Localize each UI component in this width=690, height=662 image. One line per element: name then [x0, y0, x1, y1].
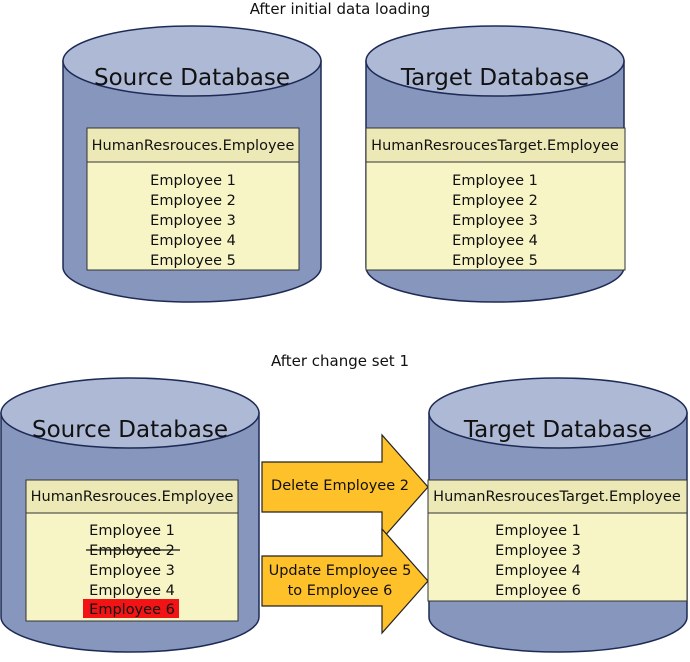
- delete-arrow-label: Delete Employee 2: [271, 478, 409, 494]
- target-employee-table: [365, 127, 626, 271]
- update-arrow-label: to Employee 6: [288, 583, 393, 599]
- source-database-title: Source Database: [32, 417, 228, 443]
- table-row: Employee 1: [452, 173, 538, 189]
- table-row: Employee 5: [150, 253, 236, 269]
- table-row: Employee 4: [150, 233, 236, 249]
- section-heading-change-set: After change set 1: [271, 352, 409, 370]
- source-database-title: Source Database: [94, 65, 290, 91]
- delete-arrow: [261, 433, 429, 541]
- table-row: Employee 4: [89, 583, 175, 599]
- table-row: Employee 4: [452, 233, 538, 249]
- table-row: Employee 3: [452, 213, 538, 229]
- source-table-name: HumanResrouces.Employee: [31, 489, 234, 505]
- table-row: Employee 3: [150, 213, 236, 229]
- table-row-highlighted: Employee 6: [89, 602, 175, 618]
- update-arrow: [261, 527, 429, 635]
- table-row: Employee 4: [495, 563, 581, 579]
- target-database-title: Target Database: [400, 65, 589, 91]
- table-row: Employee 1: [150, 173, 236, 189]
- table-row: Employee 3: [495, 543, 581, 559]
- source-employee-table: [86, 127, 300, 271]
- table-row: Employee 2: [150, 193, 236, 209]
- table-row: Employee 1: [89, 523, 175, 539]
- table-row: Employee 5: [452, 253, 538, 269]
- update-arrow-label: Update Employee 5: [269, 563, 412, 579]
- target-table-name: HumanResroucesTarget.Employee: [433, 489, 681, 505]
- table-row: Employee 3: [89, 563, 175, 579]
- target-database-title: Target Database: [463, 417, 652, 443]
- table-row: Employee 1: [495, 523, 581, 539]
- section-heading-initial: After initial data loading: [250, 0, 431, 18]
- table-row: Employee 2: [452, 193, 538, 209]
- target-table-name: HumanResroucesTarget.Employee: [371, 138, 619, 154]
- table-row: Employee 6: [495, 583, 581, 599]
- source-employee-table: [25, 479, 239, 622]
- source-table-name: HumanResrouces.Employee: [92, 138, 295, 154]
- table-row-deleted: Employee 2: [89, 543, 175, 559]
- target-employee-table: [427, 479, 688, 602]
- highlight-box: [83, 599, 179, 618]
